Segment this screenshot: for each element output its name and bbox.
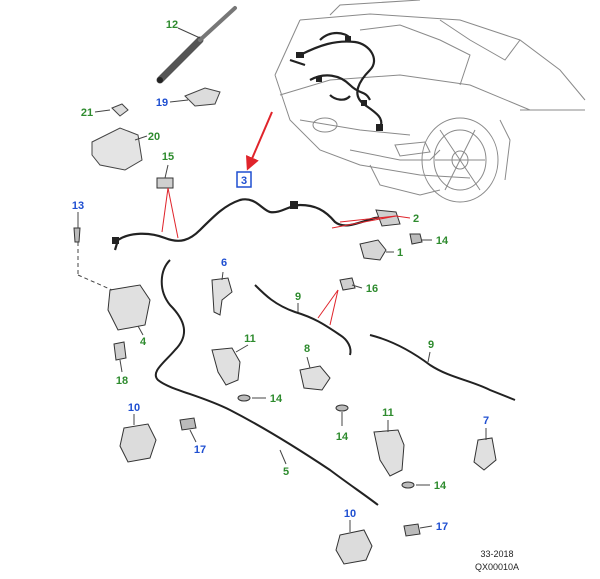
callout-8[interactable]: 8 <box>304 343 310 355</box>
part-16-sensor <box>339 277 356 291</box>
diagram-date-code: 33-2018 <box>480 549 513 559</box>
part-9-harness-upper <box>254 284 352 356</box>
part-11-bracket-b <box>373 429 405 477</box>
callout-12[interactable]: 12 <box>166 19 178 31</box>
engine-bay-connectors <box>296 36 383 131</box>
callout-9-a[interactable]: 9 <box>295 291 301 303</box>
part-17-bolt-a <box>179 417 197 431</box>
callout-10-b[interactable]: 10 <box>344 508 356 520</box>
callout-7[interactable]: 7 <box>483 415 489 427</box>
part-14-nut-a <box>409 233 423 245</box>
diagram-reference-code: QX00010A <box>475 562 519 572</box>
callout-18[interactable]: 18 <box>116 375 128 387</box>
callout-2[interactable]: 2 <box>413 213 419 225</box>
vehicle-front-illustration <box>274 0 586 203</box>
part-19-bracket <box>184 87 221 107</box>
callout-4[interactable]: 4 <box>140 336 147 348</box>
part-6-bracket <box>211 277 233 316</box>
reference-box-label: 3 <box>241 175 247 187</box>
part-4-latch <box>107 284 151 331</box>
part-7-bracket <box>473 437 497 471</box>
leader-lines <box>77 27 487 532</box>
reference-box <box>236 171 252 188</box>
callout-10-a[interactable]: 10 <box>128 402 140 414</box>
callout-21[interactable]: 21 <box>81 107 93 119</box>
part-10-latch-a <box>119 423 157 463</box>
callout-numbers: 12 19 21 20 15 13 2 14 1 6 16 9 4 11 8 9… <box>72 19 489 533</box>
callout-14-d[interactable]: 14 <box>434 480 447 492</box>
part-8-latch <box>299 365 331 391</box>
part-1-bracket <box>359 239 387 261</box>
callout-5[interactable]: 5 <box>283 466 289 478</box>
part-11-bracket-a <box>211 347 241 386</box>
part-13-screw <box>73 227 81 243</box>
part-18-fastener <box>113 341 127 361</box>
callout-14-b[interactable]: 14 <box>270 393 283 405</box>
callout-14-c[interactable]: 14 <box>336 431 349 443</box>
callout-13[interactable]: 13 <box>72 200 84 212</box>
callout-19[interactable]: 19 <box>156 97 168 109</box>
part-10-latch-b <box>335 529 373 565</box>
callout-9-b[interactable]: 9 <box>428 339 434 351</box>
part-12-gas-strut <box>156 6 237 84</box>
callout-20[interactable]: 20 <box>148 131 160 143</box>
part-20-shield <box>91 127 143 171</box>
part-14-nut-d <box>335 404 349 412</box>
callout-16[interactable]: 16 <box>366 283 378 295</box>
engine-bay-harness <box>289 31 383 129</box>
main-harness-connectors <box>112 201 298 244</box>
callout-1[interactable]: 1 <box>397 247 403 259</box>
callout-17-a[interactable]: 17 <box>194 444 206 456</box>
location-arrow <box>245 111 273 171</box>
part-14-nut-b <box>237 394 251 402</box>
callout-17-b[interactable]: 17 <box>436 521 448 533</box>
part-17-bolt-b <box>403 523 421 537</box>
part-5-cable <box>154 259 379 506</box>
callout-11-b[interactable]: 11 <box>382 407 394 419</box>
callout-14-a[interactable]: 14 <box>436 235 449 247</box>
part-15-sensor <box>156 177 174 189</box>
callout-15[interactable]: 15 <box>162 151 174 163</box>
callout-6[interactable]: 6 <box>221 257 227 269</box>
part-21-clip <box>111 103 129 117</box>
part-14-nut-c <box>401 481 415 489</box>
callout-11-a[interactable]: 11 <box>244 333 256 345</box>
part-9-harness-lower <box>369 334 516 401</box>
